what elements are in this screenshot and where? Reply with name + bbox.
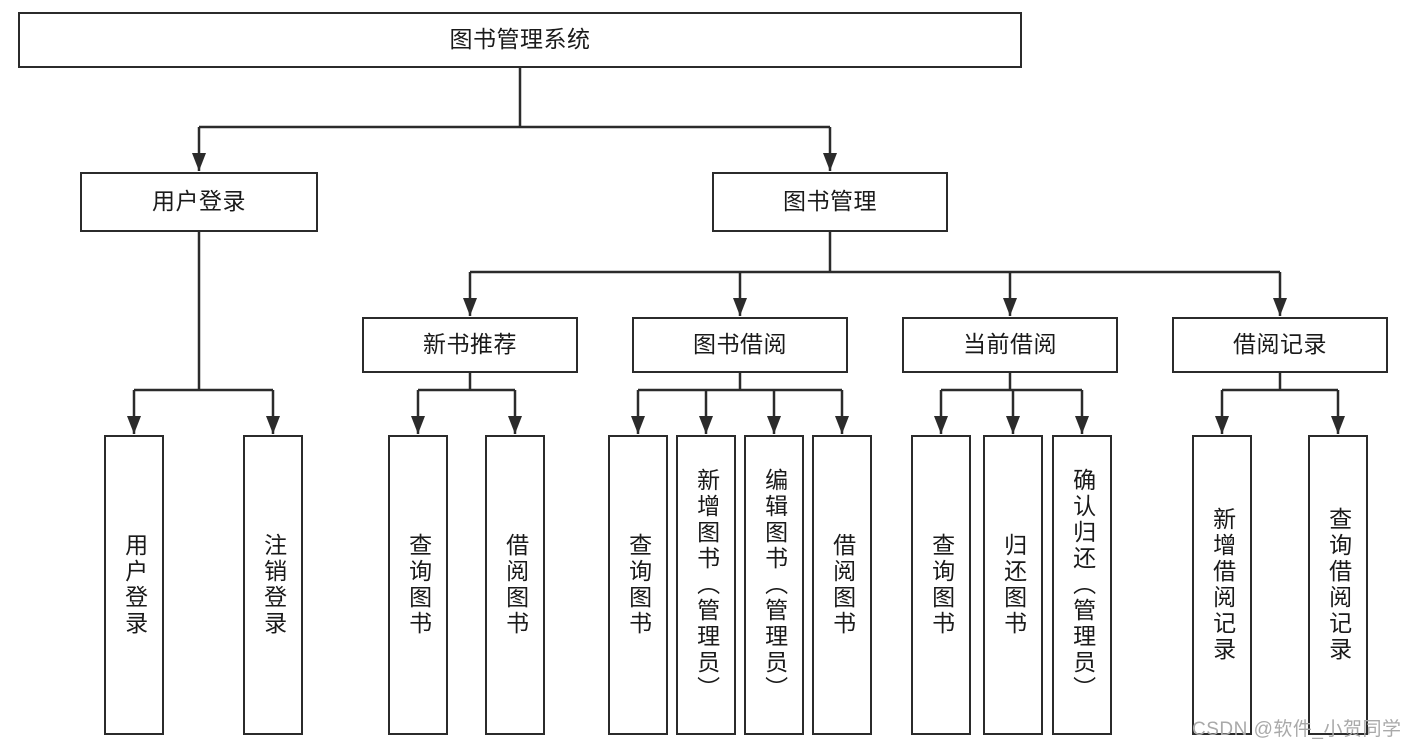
edge-arrowhead (1215, 416, 1229, 434)
edge-arrowhead (411, 416, 425, 434)
node-label: 图书借阅 (693, 331, 787, 358)
node-label: 借阅图书 (502, 533, 529, 637)
node-borrow[interactable]: 图书借阅 (632, 317, 848, 373)
node-leaf11[interactable]: 确认归还（管理员） (1052, 435, 1112, 735)
edge-arrowhead (1331, 416, 1345, 434)
node-leaf2[interactable]: 注销登录 (243, 435, 303, 735)
node-root[interactable]: 图书管理系统 (18, 12, 1022, 68)
node-leaf1[interactable]: 用户登录 (104, 435, 164, 735)
edge-arrowhead (823, 153, 837, 171)
edge-arrowhead (463, 298, 477, 316)
node-label: 确认归还（管理员） (1069, 468, 1096, 702)
node-label: 借阅记录 (1233, 331, 1327, 358)
node-records[interactable]: 借阅记录 (1172, 317, 1388, 373)
node-login[interactable]: 用户登录 (80, 172, 318, 232)
node-label: 新增借阅记录 (1209, 507, 1236, 663)
edge-arrowhead (1003, 298, 1017, 316)
node-label: 查询借阅记录 (1325, 507, 1352, 663)
node-leaf9[interactable]: 查询图书 (911, 435, 971, 735)
node-leaf4[interactable]: 借阅图书 (485, 435, 545, 735)
node-label: 图书管理 (783, 188, 877, 215)
node-leaf13[interactable]: 查询借阅记录 (1308, 435, 1368, 735)
node-label: 查询图书 (928, 533, 955, 637)
node-label: 图书管理系统 (449, 26, 591, 53)
node-label: 当前借阅 (963, 331, 1057, 358)
edge-arrowhead (266, 416, 280, 434)
edge-arrowhead (508, 416, 522, 434)
node-label: 用户登录 (152, 188, 246, 215)
node-leaf8[interactable]: 借阅图书 (812, 435, 872, 735)
node-leaf6[interactable]: 新增图书（管理员） (676, 435, 736, 735)
node-newbook[interactable]: 新书推荐 (362, 317, 578, 373)
node-leaf12[interactable]: 新增借阅记录 (1192, 435, 1252, 735)
edge-arrowhead (835, 416, 849, 434)
watermark: CSDN @软件_小贺同学 (1192, 719, 1402, 740)
edge-arrowhead (631, 416, 645, 434)
node-leaf10[interactable]: 归还图书 (983, 435, 1043, 735)
node-leaf3[interactable]: 查询图书 (388, 435, 448, 735)
node-label: 新书推荐 (423, 331, 517, 358)
node-label: 编辑图书（管理员） (761, 468, 788, 702)
edge-arrowhead (127, 416, 141, 434)
edge-arrowhead (699, 416, 713, 434)
node-label: 注销登录 (260, 533, 287, 637)
node-current[interactable]: 当前借阅 (902, 317, 1118, 373)
node-label: 归还图书 (1000, 533, 1027, 637)
node-label: 用户登录 (121, 533, 148, 637)
node-leaf5[interactable]: 查询图书 (608, 435, 668, 735)
node-label: 查询图书 (625, 533, 652, 637)
edge-arrowhead (1006, 416, 1020, 434)
edge-arrowhead (733, 298, 747, 316)
node-label: 查询图书 (405, 533, 432, 637)
edge-arrowhead (1075, 416, 1089, 434)
edge-arrowhead (1273, 298, 1287, 316)
node-leaf7[interactable]: 编辑图书（管理员） (744, 435, 804, 735)
edge-arrowhead (934, 416, 948, 434)
node-bookmgmt[interactable]: 图书管理 (712, 172, 948, 232)
edge-arrowhead (767, 416, 781, 434)
node-label: 新增图书（管理员） (693, 468, 720, 702)
edge-arrowhead (192, 153, 206, 171)
node-label: 借阅图书 (829, 533, 856, 637)
